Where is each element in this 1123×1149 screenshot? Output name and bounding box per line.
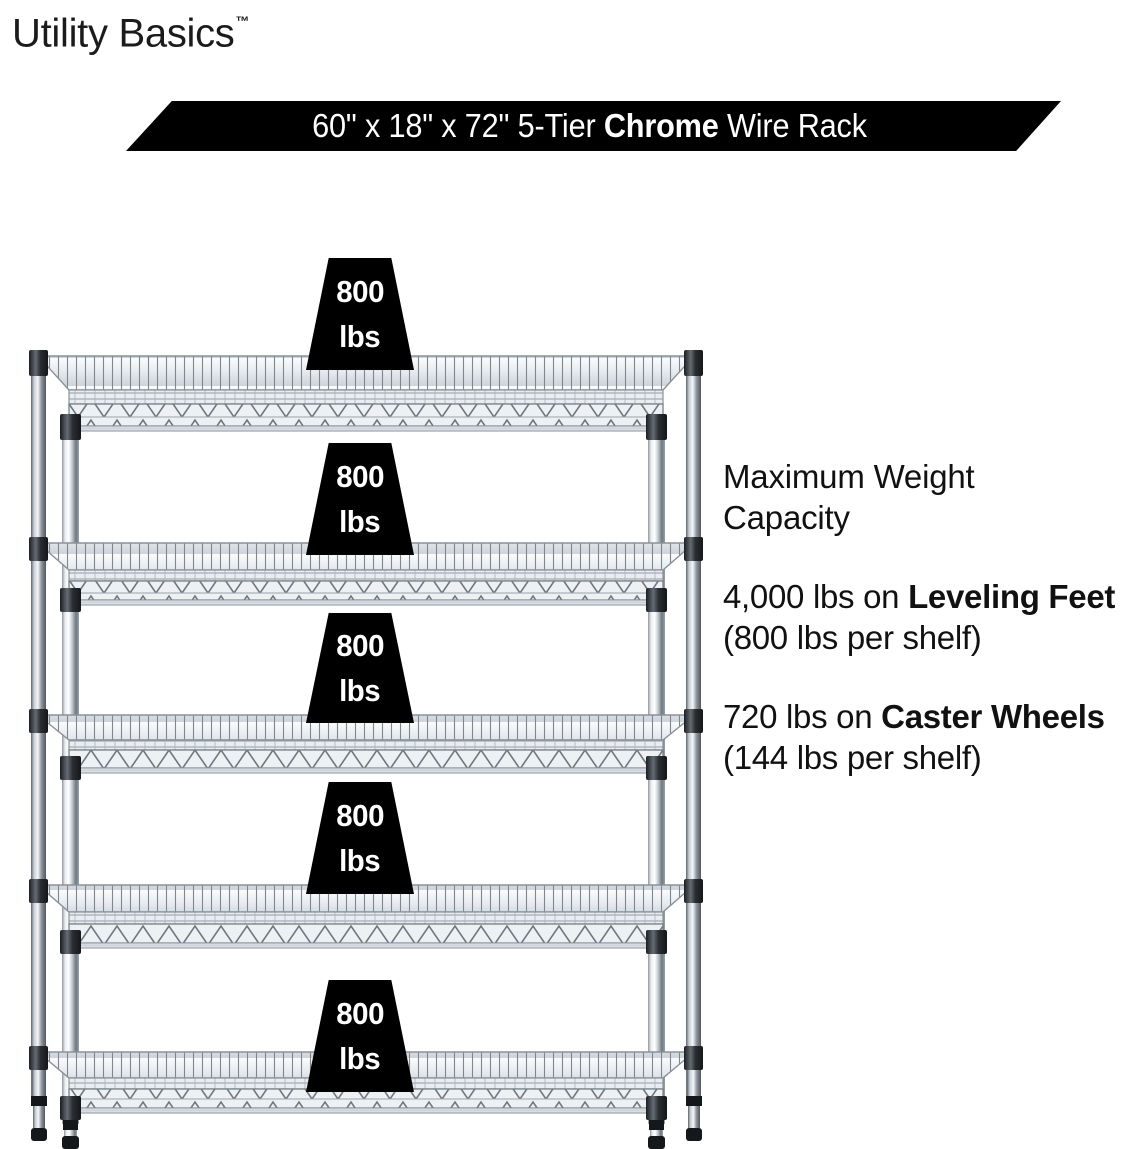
- weight-badge-value: 800: [336, 458, 384, 494]
- weight-badge-unit: lbs: [339, 842, 381, 878]
- wire-rack-illustration: [0, 330, 730, 1149]
- weight-badge-value: 800: [336, 273, 384, 309]
- product-title-banner: 60" x 18" x 72" 5-Tier Chrome Wire Rack: [126, 101, 1061, 151]
- capacity-caster-wheels: 720 lbs on Caster Wheels (144 lbs per sh…: [723, 696, 1123, 778]
- weight-badge-unit: lbs: [339, 503, 381, 539]
- weight-badge-unit: lbs: [339, 1040, 381, 1076]
- weight-badge-tier-1: 800 lbs: [306, 258, 414, 370]
- weight-badge-tier-4: 800 lbs: [306, 782, 414, 894]
- caster-wheels-lead: 720 lbs on: [723, 698, 882, 735]
- caster-wheels-tail: (144 lbs per shelf): [723, 739, 982, 776]
- caster-wheels-label: Caster Wheels: [881, 698, 1105, 735]
- weight-badge-value: 800: [336, 797, 384, 833]
- brand-title: Utility Basics™: [12, 4, 250, 56]
- banner-text-bold: Chrome: [604, 107, 719, 144]
- shelf-tier-4: [29, 879, 703, 954]
- capacity-heading-line1: Maximum Weight: [723, 458, 975, 495]
- leveling-feet-label: Leveling Feet: [908, 578, 1116, 615]
- leveling-foot-front-left: [62, 1120, 79, 1149]
- weight-badge-unit: lbs: [339, 672, 381, 708]
- capacity-info-column: Maximum Weight Capacity 4,000 lbs on Lev…: [723, 456, 1123, 816]
- capacity-leveling-feet: 4,000 lbs on Leveling Feet (800 lbs per …: [723, 576, 1123, 658]
- wire-rack-svg: [29, 350, 703, 1149]
- brand-name: Utility Basics: [12, 11, 235, 56]
- product-title-text: 60" x 18" x 72" 5-Tier Chrome Wire Rack: [312, 108, 874, 144]
- leveling-foot-back-left: [31, 1070, 47, 1141]
- leveling-feet-lead: 4,000 lbs on: [723, 578, 909, 615]
- weight-badge-unit: lbs: [339, 318, 381, 354]
- trademark-symbol: ™: [235, 13, 250, 29]
- weight-badge-value: 800: [336, 627, 384, 663]
- capacity-heading-line2: Capacity: [723, 499, 850, 536]
- banner-text-before: 60" x 18" x 72" 5-Tier: [312, 107, 605, 144]
- capacity-heading: Maximum Weight Capacity: [723, 456, 1123, 538]
- shelf-tier-1: [29, 350, 703, 440]
- leveling-foot-back-right: [686, 1070, 702, 1141]
- shelf-tier-2: [29, 537, 703, 612]
- banner-text-after: Wire Rack: [718, 107, 868, 144]
- leveling-foot-front-right: [648, 1120, 665, 1149]
- leveling-feet-tail: (800 lbs per shelf): [723, 619, 982, 656]
- weight-badge-value: 800: [336, 995, 384, 1031]
- shelf-tier-3: [29, 709, 703, 780]
